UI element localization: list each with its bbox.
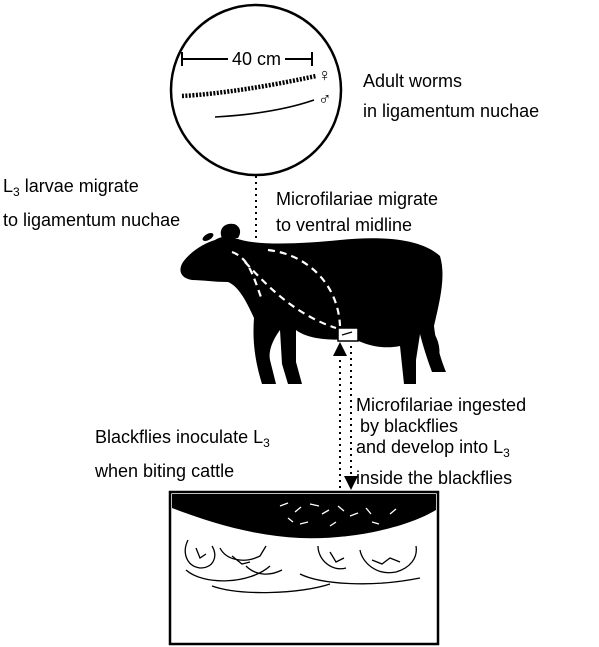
magnified-view-circle — [169, 3, 343, 177]
blackflies-feeding — [184, 539, 421, 594]
ingested-line1: Microfilariae ingested — [356, 395, 527, 415]
ingested-label: Microfilariae ingested by blackflies and… — [356, 395, 526, 489]
inoculate-label: Blackflies inoculate L3 when biting catt… — [95, 423, 270, 485]
adult-worms-line1: Adult worms — [363, 71, 463, 91]
dotted-arrow-down — [344, 346, 358, 490]
adult-worms-line2: in ligamentum nuchae — [363, 101, 540, 121]
l3-migrate-line2: to ligamentum nuchae — [3, 210, 181, 230]
microfilariae-migrate-line1: Microfilariae migrate — [276, 189, 439, 209]
cow-silhouette — [180, 223, 446, 384]
inoculate-line2: when biting cattle — [95, 461, 235, 481]
dotted-arrow-up — [333, 342, 347, 488]
male-worm — [214, 99, 315, 118]
scale-label: 40 cm — [228, 48, 286, 70]
l3-migrate-line1: L3 larvae migrate — [3, 176, 139, 199]
microfilariae-migrate-line2: to ventral midline — [276, 215, 413, 235]
ingested-line3: and develop into L3 — [356, 437, 510, 460]
adult-worms-label: Adult worms in ligamentum nuchae — [363, 66, 539, 126]
larvae-in-skin — [279, 502, 397, 527]
ingested-line2: by blackflies — [360, 416, 459, 436]
male-symbol: ♂ — [318, 89, 332, 109]
migration-paths — [231, 248, 342, 330]
female-worm — [181, 73, 317, 99]
ingested-line4: inside the blackflies — [356, 468, 513, 488]
microfilariae-migrate-label: Microfilariae migrate to ventral midline — [276, 186, 438, 238]
skin-sample-box — [337, 327, 359, 342]
l3-migrate-label: L3 larvae migrate to ligamentum nuchae — [3, 172, 180, 234]
inoculate-line1: Blackflies inoculate L3 — [95, 427, 270, 450]
female-symbol: ♀ — [318, 65, 332, 85]
cattle-skin-band — [172, 494, 436, 539]
